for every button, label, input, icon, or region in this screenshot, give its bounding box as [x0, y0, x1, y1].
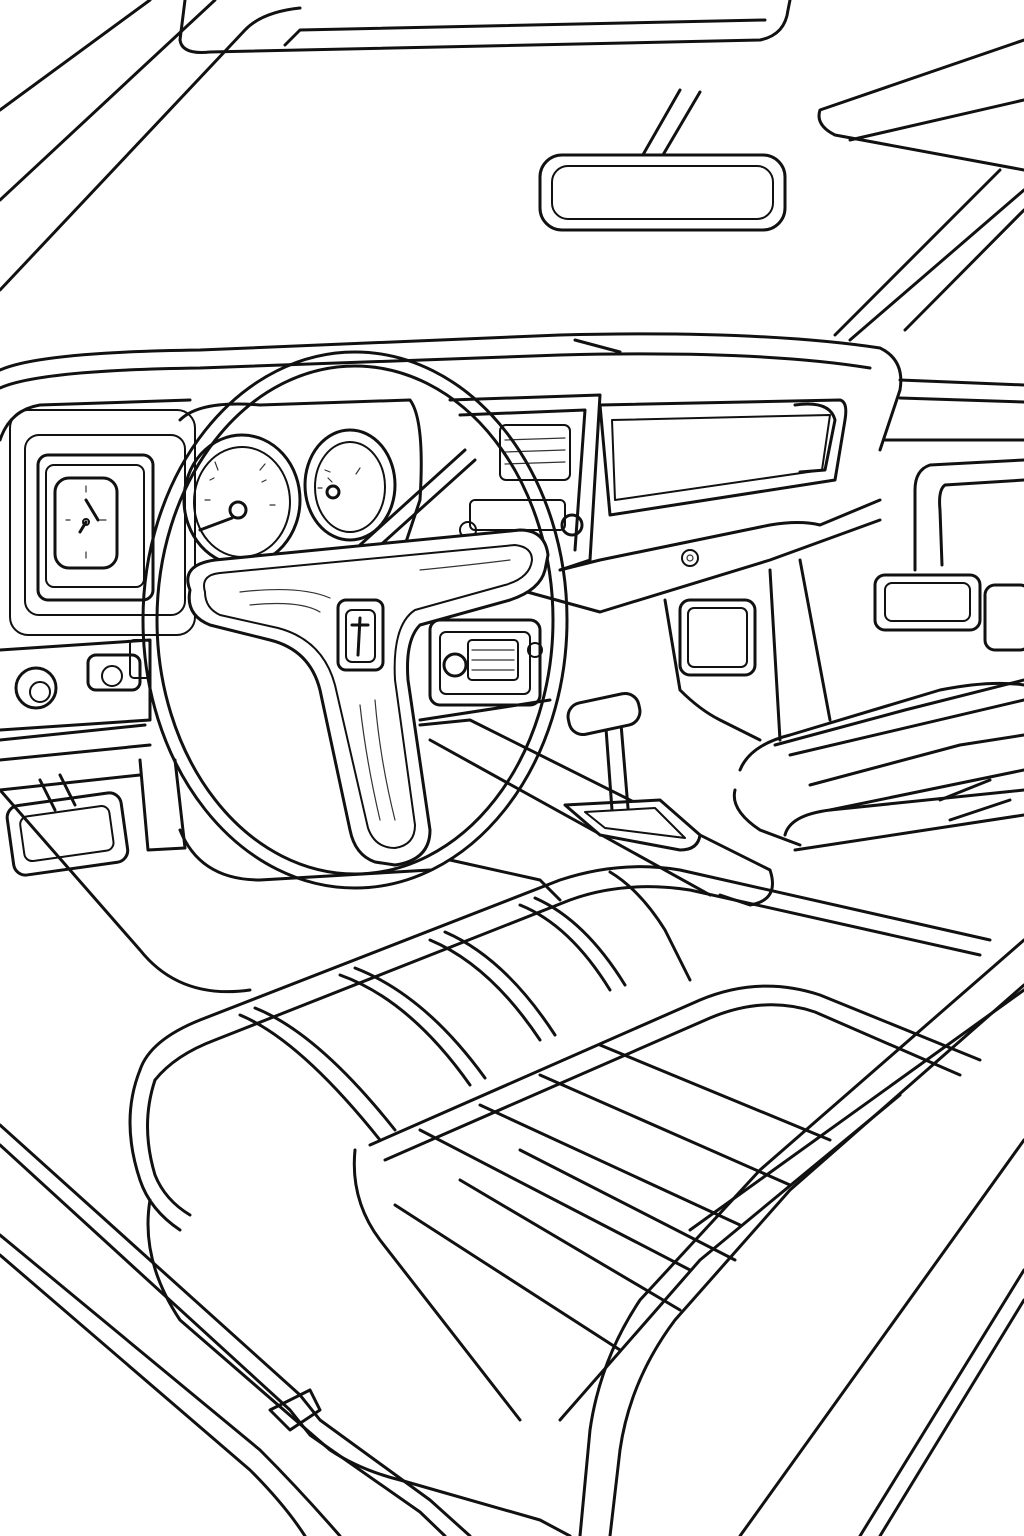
rearview-mirror	[538, 153, 787, 232]
floor	[0, 788, 562, 994]
front-seat	[128, 865, 992, 1536]
door-sill	[0, 938, 1024, 1536]
pedals	[5, 758, 187, 877]
speedometer-icon	[182, 433, 302, 567]
gear-shifter	[418, 691, 774, 907]
tachometer-icon	[303, 428, 397, 542]
right-door-panel	[663, 458, 1024, 742]
radio-icon	[428, 618, 543, 707]
passenger-dash	[598, 398, 848, 567]
horn-emblem-icon	[336, 598, 385, 672]
passenger-seat	[732, 678, 1024, 852]
steering-wheel	[141, 350, 569, 890]
clock-icon	[53, 476, 119, 570]
left-knobs	[0, 638, 152, 732]
dashboard	[0, 332, 1024, 792]
left-dash-panel	[9, 409, 196, 636]
windshield-frame	[0, 0, 1024, 342]
